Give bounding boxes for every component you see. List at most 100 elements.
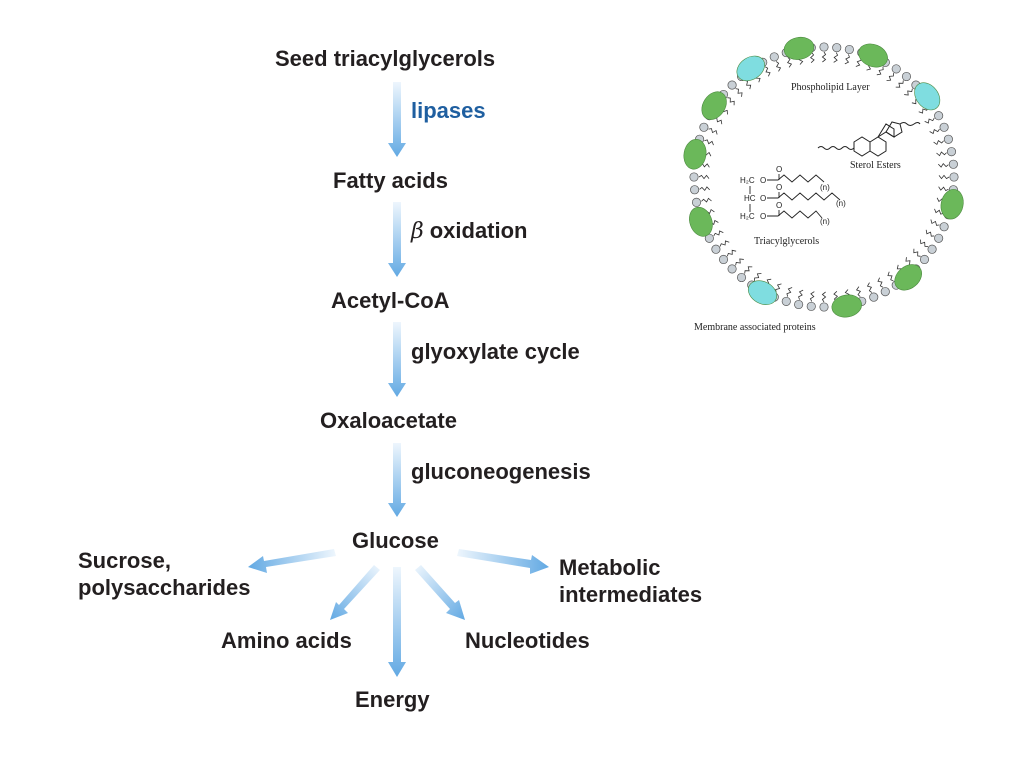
lipid-tail xyxy=(775,61,782,72)
lipid-tail xyxy=(787,57,793,68)
chem-row2-oxygen: O xyxy=(760,194,766,203)
chem-row3-oxygen: O xyxy=(760,212,766,221)
lipid-tail xyxy=(937,162,949,168)
membrane-protein xyxy=(894,264,922,291)
node-oxaloacetate: Oxaloacetate xyxy=(320,408,457,433)
lipid-head xyxy=(946,147,957,157)
lipid-tail xyxy=(764,66,771,77)
arrow-lipases xyxy=(388,82,406,157)
sucrose-line: Sucrose, xyxy=(78,548,171,573)
arrow-to-nucleotides xyxy=(415,565,465,620)
triacylglycerol-structure: H₂C O HC O H₂C O O O O (n) (n) (n) xyxy=(740,165,846,226)
lipid-tail xyxy=(855,286,861,297)
lipid-tail xyxy=(877,277,884,288)
node-seed-triacylglycerols: Seed triacylglycerols xyxy=(275,46,496,71)
lipid-tail xyxy=(809,291,815,302)
membrane-protein xyxy=(701,91,727,120)
lipid-tail xyxy=(905,257,913,266)
lipid-head xyxy=(736,272,747,283)
lipid-tail xyxy=(809,52,815,64)
lipid-tail xyxy=(930,219,940,226)
lipid-tail xyxy=(904,88,913,96)
arrow-gluconeogenesis xyxy=(388,443,406,517)
metabolic-line: Metabolic xyxy=(559,555,661,580)
arrow-to-sucrose xyxy=(248,549,336,573)
lipid-head xyxy=(699,122,709,132)
lipid-head xyxy=(880,287,890,297)
lipid-tail xyxy=(786,287,793,297)
lipid-tail xyxy=(744,266,753,274)
chem-row1-group: H₂C xyxy=(740,176,755,185)
step-gluconeogenesis: gluconeogenesis xyxy=(411,459,591,484)
lipid-head xyxy=(919,254,930,265)
lipid-tail xyxy=(876,66,884,76)
chem-repeat3: (n) xyxy=(820,217,830,226)
chem-carbonyl3: O xyxy=(776,201,782,210)
lipid-tail xyxy=(735,88,743,97)
lipid-head xyxy=(727,80,737,90)
lipid-head xyxy=(934,233,944,243)
triacylglycerols-label: Triacylglycerols xyxy=(754,236,819,247)
chem-repeat1: (n) xyxy=(820,183,830,192)
node-energy: Energy xyxy=(355,687,430,712)
lipid-tail xyxy=(866,282,873,293)
lipid-tail xyxy=(713,230,724,237)
lipid-head xyxy=(949,172,959,182)
lipid-tail xyxy=(699,186,711,192)
lipid-head xyxy=(819,42,829,52)
lipid-tail xyxy=(701,197,712,203)
chem-repeat2: (n) xyxy=(836,199,846,208)
lipid-tail xyxy=(821,291,827,303)
lipid-tail xyxy=(735,258,744,266)
lipid-tail xyxy=(886,73,894,81)
lipid-tail xyxy=(929,128,940,135)
node-metabolic-intermediates: Metabolic intermediates xyxy=(559,555,702,609)
lipid-head xyxy=(948,159,958,169)
lipid-tail xyxy=(936,151,947,157)
lipid-head xyxy=(690,185,700,195)
lipid-head xyxy=(691,197,702,207)
lipid-tail xyxy=(704,139,714,146)
membrane-protein xyxy=(858,43,888,68)
lipid-tail xyxy=(833,52,839,63)
sterol-esters-label: Sterol Esters xyxy=(850,160,901,171)
step-glyoxylate-cycle: glyoxylate cycle xyxy=(411,339,580,364)
chem-row1-oxygen: O xyxy=(760,176,766,185)
lipid-head xyxy=(927,244,937,254)
lipid-head xyxy=(943,134,953,144)
lipid-tail xyxy=(920,239,928,247)
lipid-tail xyxy=(698,174,710,180)
lipid-tail xyxy=(775,283,782,293)
lipid-head xyxy=(781,296,791,306)
lipid-tail xyxy=(821,51,827,63)
chem-carbonyl2: O xyxy=(776,183,782,192)
lipid-head xyxy=(689,172,699,182)
oil-body-figure: Phospholipid Layer Sterol Esters H₂C O H… xyxy=(683,36,964,333)
lipid-head xyxy=(832,43,842,53)
lipid-tail xyxy=(754,273,762,281)
membrane-protein xyxy=(831,294,862,318)
lipid-head xyxy=(939,222,949,232)
arrow-to-amino-acids xyxy=(330,565,380,620)
lipid-head xyxy=(727,264,737,274)
membrane-proteins-label: Membrane associated proteins xyxy=(694,322,816,333)
lipid-tail xyxy=(744,79,752,90)
lipid-head xyxy=(939,122,949,132)
step-oxidation-label: oxidation xyxy=(429,218,528,243)
phospholipid-layer-label: Phospholipid Layer xyxy=(791,82,870,93)
node-nucleotides: Nucleotides xyxy=(465,628,590,653)
lipid-tail xyxy=(719,240,730,247)
lipid-tail xyxy=(708,128,718,135)
lipid-tail xyxy=(924,117,935,124)
membrane-proteins xyxy=(683,36,964,318)
lipid-head xyxy=(844,44,854,55)
lipid-tail xyxy=(844,54,850,65)
arrow-glyoxylate xyxy=(388,322,406,397)
lipid-head xyxy=(869,292,879,302)
lipid-tail xyxy=(925,229,935,237)
node-fatty-acids: Fatty acids xyxy=(333,168,448,193)
lipid-head xyxy=(891,64,901,74)
lipid-tail xyxy=(727,97,735,106)
